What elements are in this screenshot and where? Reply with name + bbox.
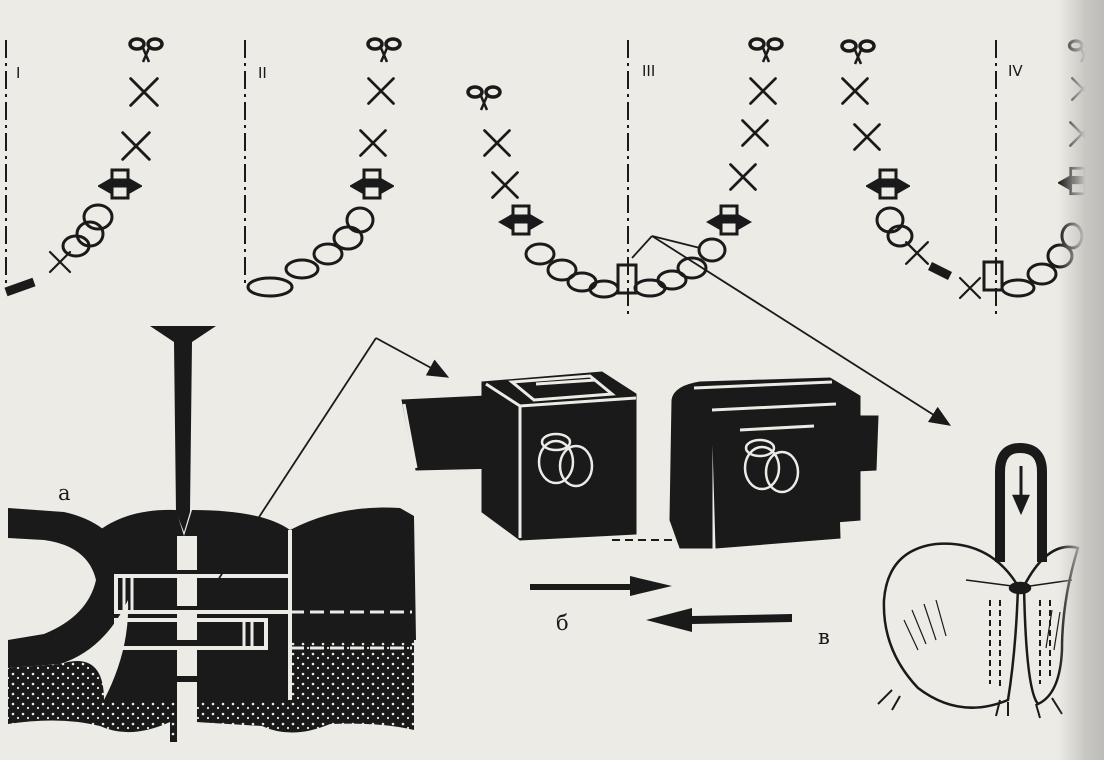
pointer-line-a-to-b — [213, 337, 377, 587]
nail-shape — [150, 326, 216, 532]
main-block-top — [88, 507, 416, 700]
left-valve — [882, 542, 1020, 709]
motion-arrow-right — [530, 576, 672, 596]
page-edge-shadow — [1058, 0, 1104, 760]
slot-lower — [114, 618, 268, 650]
right-block — [669, 377, 879, 549]
panel-b-blocks — [401, 371, 879, 632]
left-block — [401, 371, 637, 541]
stage-iii-chain — [466, 37, 784, 299]
pointer-line-iii-inner — [631, 235, 653, 259]
dotted-base-region — [8, 640, 414, 742]
stage-label-iii: III — [642, 62, 655, 80]
stage-label-ii: II — [258, 64, 267, 82]
pointer-arrow-a-to-b — [375, 337, 450, 378]
panel-label-v: в — [818, 625, 830, 649]
stage-i-chain — [4, 37, 164, 297]
pointer-line-iii-inner-2 — [651, 235, 701, 249]
panel-a-cross-section — [8, 326, 450, 746]
pointer-line-iii-to-v — [651, 235, 952, 426]
outer-curved-band — [8, 508, 128, 668]
stage-row — [4, 37, 1101, 426]
stage-label-i: I — [16, 64, 20, 82]
panel-label-b: б — [556, 611, 569, 635]
stage-ii-chain — [246, 37, 402, 298]
panel-label-a: а — [58, 481, 71, 505]
motion-arrow-left — [646, 608, 792, 632]
panel-v-shell — [877, 442, 1080, 719]
u-clamp — [995, 442, 1047, 562]
stage-label-iv: IV — [1008, 62, 1023, 80]
